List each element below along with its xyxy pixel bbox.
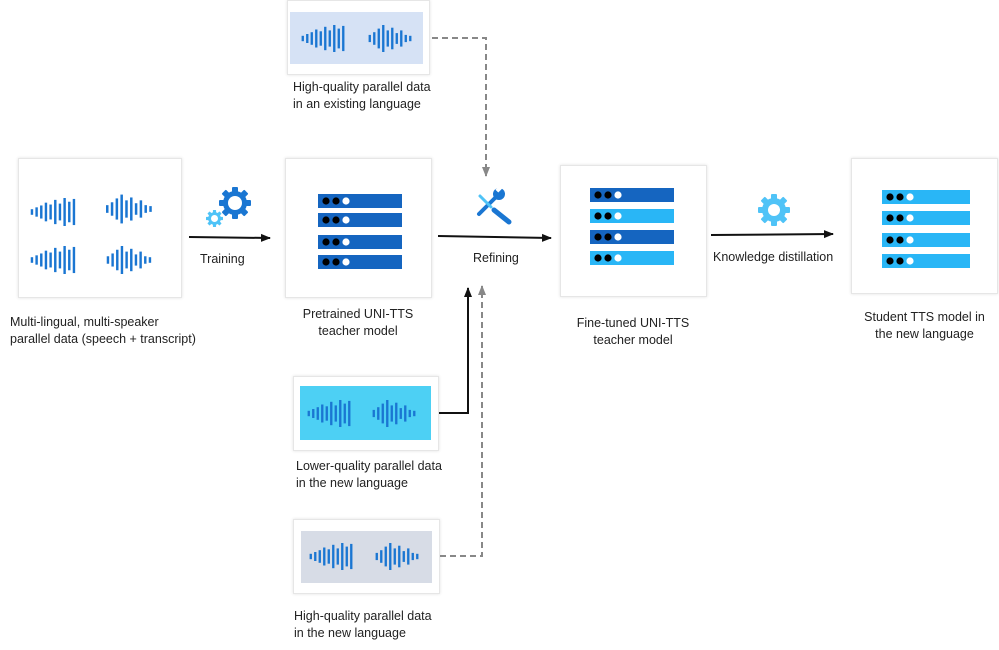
- server-stack-icon: [318, 194, 402, 269]
- waveform-pair-icon: [300, 386, 431, 440]
- waveform-grid-icon: [30, 194, 152, 274]
- lower-quality-connector: [439, 287, 472, 414]
- lower-quality-data-label-line2: in the new language: [296, 476, 408, 490]
- existing-language-connector: [432, 37, 490, 177]
- finetuned-model-label-line1: Fine-tuned UNI-TTS: [576, 316, 690, 330]
- server-stack-icon: [882, 190, 970, 268]
- distillation-arrow: [710, 230, 834, 239]
- student-model-label: Student TTS model in the new language: [850, 309, 999, 343]
- multilingual-data-label-line1: Multi-lingual, multi-speaker: [10, 315, 159, 329]
- finetuned-model-label: Fine-tuned UNI-TTS teacher model: [563, 315, 703, 349]
- multilingual-data-label-line2: parallel data (speech + transcript): [10, 332, 196, 346]
- pretrained-model-card: [285, 158, 432, 298]
- gear-icon: [758, 194, 790, 226]
- lower-quality-data-label-line1: Lower-quality parallel data: [296, 459, 442, 473]
- high-quality-new-data-label: High-quality parallel data in the new la…: [294, 608, 432, 642]
- refining-step-label: Refining: [473, 251, 519, 265]
- training-arrow: [188, 233, 271, 242]
- existing-language-data-label-line2: in an existing language: [293, 97, 421, 111]
- waveform-pair-icon: [301, 531, 432, 583]
- pretrained-model-label: Pretrained UNI-TTS teacher model: [288, 306, 428, 340]
- student-model-label-line1: Student TTS model in: [864, 310, 985, 324]
- lower-quality-data-label: Lower-quality parallel data in the new l…: [296, 458, 442, 492]
- training-step-label: Training: [200, 252, 245, 266]
- pretrained-model-label-line2: teacher model: [318, 324, 398, 338]
- gears-icon: [206, 187, 251, 227]
- refining-arrow: [437, 233, 552, 242]
- waveform-pair-icon: [290, 12, 423, 64]
- high-quality-new-data-label-line1: High-quality parallel data: [294, 609, 432, 623]
- existing-language-data-label-line1: High-quality parallel data: [293, 80, 431, 94]
- high-quality-new-data-label-line2: in the new language: [294, 626, 406, 640]
- multilingual-data-label: Multi-lingual, multi-speaker parallel da…: [10, 314, 196, 348]
- finetuned-model-label-line2: teacher model: [593, 333, 673, 347]
- wrench-screwdriver-icon: [477, 185, 512, 225]
- student-model-card: [851, 158, 998, 294]
- distillation-step-label: Knowledge distillation: [713, 250, 834, 264]
- pretrained-model-label-line1: Pretrained UNI-TTS: [302, 307, 414, 321]
- existing-language-data-label: High-quality parallel data in an existin…: [293, 79, 431, 113]
- server-stack-icon: [590, 188, 674, 265]
- student-model-label-line2: the new language: [875, 327, 974, 341]
- multilingual-data-card: [18, 158, 182, 298]
- high-quality-new-connector: [440, 285, 486, 557]
